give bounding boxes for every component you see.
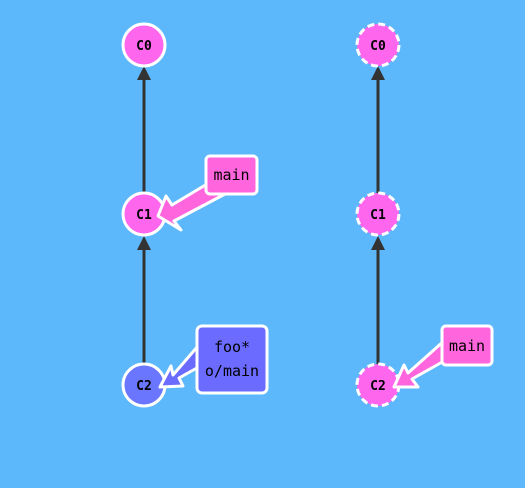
commit-label: C1	[370, 208, 386, 223]
edge-c1-to-c0-arrowhead	[371, 66, 385, 80]
edge-c2-to-c1-arrowhead	[137, 236, 151, 250]
branch-label-box	[195, 324, 269, 395]
commit-label: C1	[136, 208, 152, 223]
commit-label: C2	[370, 379, 386, 394]
right-graph: C0 C1 C2 main	[355, 22, 494, 408]
branch-main[interactable]: main	[156, 154, 259, 232]
commit-c2[interactable]: C2	[121, 362, 167, 408]
branch-label: main	[213, 166, 249, 184]
branch-foo[interactable]: foo* o/main	[158, 324, 269, 395]
commit-c0[interactable]: C0	[121, 22, 167, 68]
commit-label: C0	[370, 39, 386, 54]
commit-label: C2	[136, 379, 152, 394]
edge-c2-to-c1-arrowhead	[371, 236, 385, 250]
branch-label-box	[440, 324, 494, 367]
commit-node	[355, 191, 401, 237]
commit-node	[121, 22, 167, 68]
left-graph: C0 C1 C2 main foo* o/main	[121, 22, 269, 408]
commit-c0[interactable]: C0	[355, 22, 401, 68]
commit-label: C0	[136, 39, 152, 54]
commit-node	[355, 22, 401, 68]
edge-c1-to-c0-arrowhead	[137, 66, 151, 80]
commit-c2[interactable]: C2	[355, 362, 401, 408]
branch-main[interactable]: main	[392, 324, 494, 389]
branch-label-box	[204, 154, 259, 196]
branch-label: main	[449, 337, 485, 355]
commit-c1[interactable]: C1	[121, 191, 167, 237]
commit-c1[interactable]: C1	[355, 191, 401, 237]
branch-label-line-1: foo*	[214, 338, 250, 356]
branch-label-line-2: o/main	[205, 362, 259, 380]
